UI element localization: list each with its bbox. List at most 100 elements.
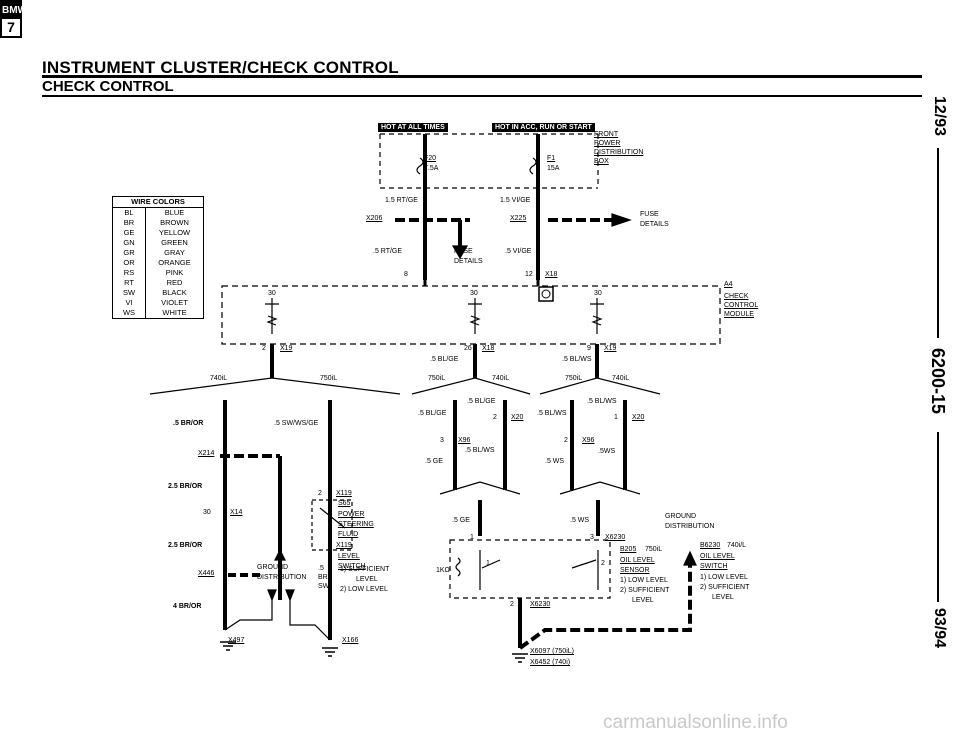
pin-label: 1 <box>614 414 618 421</box>
connector-x6452: X6452 (740i) <box>530 659 571 666</box>
connector-x166: X166 <box>342 637 359 644</box>
wire-label: .5 BL/GE <box>418 410 447 417</box>
connector-x6230b: X6230 <box>530 601 551 608</box>
bmw-logo: BMW 7 <box>0 0 27 38</box>
pin-label: 30 <box>594 290 602 297</box>
wire-color-name: VIOLET <box>161 298 188 307</box>
connector-x446: X446 <box>198 570 215 577</box>
wire-color-name: PINK <box>165 268 184 277</box>
connector-x206: X206 <box>366 215 383 222</box>
wire-label: .5 BL/WS <box>465 447 495 454</box>
wire-label: 2.5 BR/OR <box>168 542 203 549</box>
model-label: 740iL <box>612 375 630 382</box>
wire-label: .5WS <box>598 448 616 455</box>
pin-label: 30 <box>268 290 276 297</box>
wire-color-name: GRAY <box>164 248 185 257</box>
connector-x20: X20 <box>511 414 524 421</box>
low-level-label-c: 1) LOW LEVEL <box>700 574 748 581</box>
level-label-b: LEVEL <box>632 597 654 604</box>
wire-label: .5 GE <box>425 458 443 465</box>
pin-label: 1 <box>470 534 474 541</box>
resistor-label: 1KΩ <box>436 567 450 574</box>
connector-x6097: X6097 (750iL) <box>530 648 574 655</box>
model-label: 740iL <box>210 375 228 382</box>
model-label: 750iL <box>645 546 663 553</box>
wire-label: 4 BR/OR <box>173 603 202 610</box>
b205-label: B205 <box>620 546 637 553</box>
sufficient-label-c: 2) SUFFICIENT <box>700 584 750 591</box>
fuse-details-center: FUSE <box>454 248 473 255</box>
logo-number: 7 <box>7 19 15 35</box>
watermark: carmanualsonline.info <box>603 712 788 733</box>
diagram-lines <box>149 133 721 650</box>
pin-label: 26 <box>464 345 472 352</box>
pin-label: 30 <box>203 509 211 516</box>
wire-label: .5 RT/GE <box>373 248 403 255</box>
fuse-details-center-2: DETAILS <box>454 258 483 265</box>
model-label: 750iL <box>428 375 446 382</box>
connector-x119b: X119 <box>336 542 352 549</box>
connector-x19: X19 <box>280 345 293 352</box>
wire-label: 1.5 RT/GE <box>385 197 418 204</box>
wire-label: 1.5 VI/GE <box>500 197 531 204</box>
connector-x18b: X18 <box>482 345 495 352</box>
sufficient-level-label-2: LEVEL <box>356 576 378 583</box>
wire-label: .5 WS <box>545 458 565 465</box>
wire-code: GR <box>112 248 146 258</box>
header-rule-bottom <box>42 95 922 97</box>
model-label: 750iL <box>565 375 583 382</box>
wire-label: .5 BL/WS <box>537 410 567 417</box>
fuse-f1-label: F1 <box>547 155 556 162</box>
connector-x18: X18 <box>545 271 558 278</box>
wire-code: OR <box>112 258 146 268</box>
wire-color-row: WS WHITE <box>112 308 204 319</box>
ccm-icon <box>538 286 554 302</box>
header-rule-top <box>42 75 922 78</box>
connector-x214: X214 <box>198 450 215 457</box>
connector-x96: X96 <box>458 437 471 444</box>
hot-at-all-times-badge: HOT AT ALL TIMES <box>378 123 448 132</box>
pin-label: 2 <box>564 437 568 444</box>
a4-label: A4 <box>724 281 733 288</box>
hot-in-acc-badge: HOT IN ACC, RUN OR START <box>492 123 595 132</box>
wire-code: BR <box>112 218 146 228</box>
pin-label: 2 <box>601 560 605 567</box>
pin-label: 3 <box>590 534 594 541</box>
wire-label: .5 BL/WS <box>562 356 592 363</box>
pin-label: 2 <box>493 414 497 421</box>
wire-color-row: BL BLUE <box>112 207 204 218</box>
wire-color-name: BROWN <box>160 218 189 227</box>
wire-color-name: ORANGE <box>158 258 191 267</box>
wire-label: .5 BR/OR <box>173 420 204 427</box>
pin-label: 2 <box>510 601 514 608</box>
wire-color-name: GREEN <box>161 238 188 247</box>
wire-color-name: BLUE <box>164 208 185 217</box>
connector-x14: X14 <box>230 509 243 516</box>
model-label: 740iL <box>492 375 510 382</box>
wire-code: WS <box>112 308 146 319</box>
wire-label: .5 GE <box>452 517 470 524</box>
wire-code: RT <box>112 278 146 288</box>
wire-color-row: OR ORANGE <box>112 258 204 268</box>
wire-label: .5 BL/GE <box>430 356 459 363</box>
logo-text: BMW <box>2 2 27 19</box>
side-rule-1 <box>937 148 939 338</box>
wire-code: BL <box>112 207 146 218</box>
connector-x119: X119 <box>336 490 352 497</box>
wire-color-name: WHITE <box>162 308 187 317</box>
b6230-label: B6230 <box>700 542 721 549</box>
model-label: 750iL <box>320 375 338 382</box>
wire-label: .5 SW/WS/GE <box>274 420 319 427</box>
